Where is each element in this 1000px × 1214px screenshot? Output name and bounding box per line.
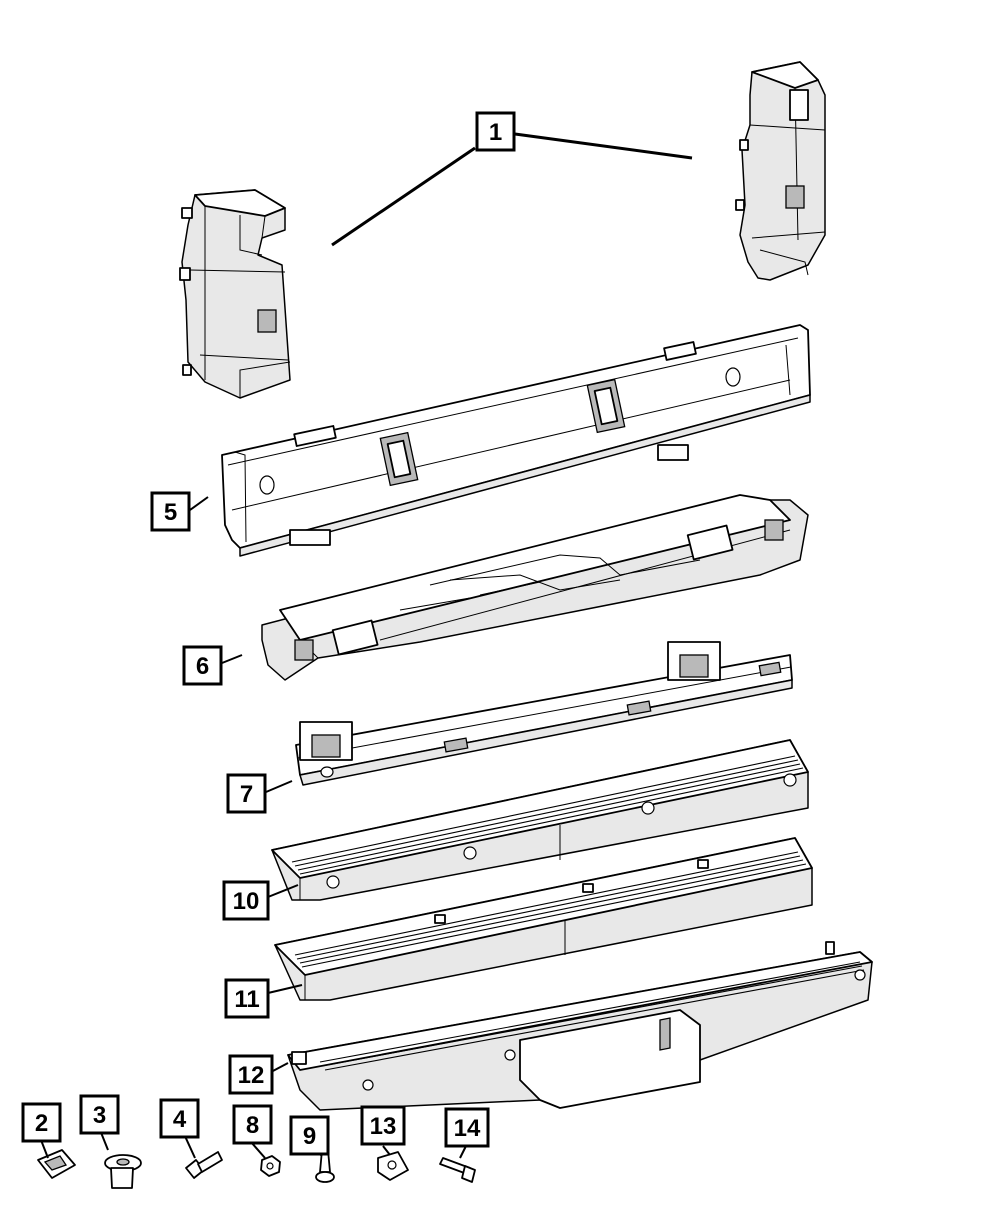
part-8-hex-nut[interactable] [260, 1155, 281, 1177]
svg-text:11: 11 [234, 986, 259, 1013]
svg-text:12: 12 [238, 1062, 265, 1089]
callout-14: 14 [444, 1107, 490, 1148]
part-14-flange-bolt[interactable] [439, 1157, 476, 1183]
callout-12: 12 [228, 1054, 274, 1095]
leader-lines [40, 132, 693, 1159]
svg-text:2: 2 [35, 1110, 48, 1137]
svg-text:1: 1 [489, 119, 502, 146]
part-4-bolt[interactable] [185, 1151, 223, 1179]
svg-text:4: 4 [173, 1106, 187, 1133]
svg-text:3: 3 [93, 1102, 106, 1129]
part-1-right-end-cap[interactable] [735, 61, 826, 281]
callout-9: 9 [289, 1115, 330, 1156]
part-1-left-end-cap[interactable] [179, 189, 291, 399]
callout-2: 2 [21, 1102, 62, 1143]
svg-text:14: 14 [454, 1115, 481, 1142]
svg-text:8: 8 [246, 1112, 259, 1139]
part-12-bumper-fascia[interactable] [287, 941, 873, 1111]
svg-text:7: 7 [240, 781, 253, 808]
part-7-support-bar[interactable] [295, 641, 793, 786]
svg-text:5: 5 [164, 499, 177, 526]
part-10-step-pad[interactable] [271, 739, 809, 901]
part-3-push-rivet[interactable] [104, 1154, 142, 1189]
svg-text:13: 13 [370, 1113, 397, 1140]
part-11-step-pad[interactable] [274, 837, 813, 1001]
part-6-bumper-bracket[interactable] [261, 494, 809, 681]
part-5-reinforcement-beam[interactable] [221, 324, 811, 557]
part-13-u-nut[interactable] [377, 1151, 409, 1181]
svg-text:10: 10 [233, 888, 260, 915]
svg-text:9: 9 [303, 1123, 316, 1150]
part-2-clip-nut[interactable] [37, 1149, 76, 1179]
callout-11: 11 [224, 978, 270, 1019]
callout-3: 3 [79, 1094, 120, 1135]
callout-5: 5 [150, 491, 191, 532]
svg-text:6: 6 [196, 653, 209, 680]
callout-13: 13 [360, 1105, 406, 1146]
callout-7: 7 [226, 773, 267, 814]
callout-10: 10 [222, 880, 270, 921]
callout-8: 8 [232, 1104, 273, 1145]
callout-4: 4 [159, 1098, 200, 1139]
callout-6: 6 [182, 645, 223, 686]
callout-1: 1 [475, 111, 516, 152]
